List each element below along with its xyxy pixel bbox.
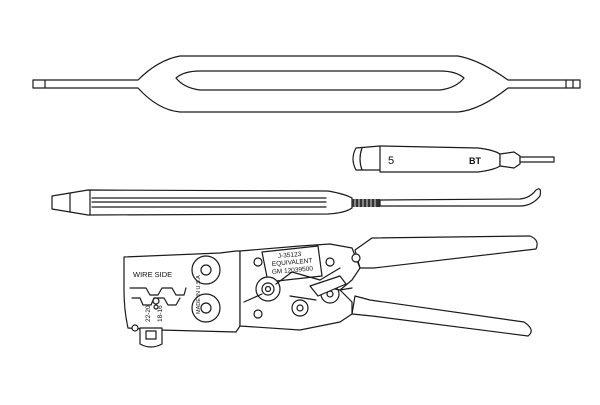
pick-tool: 5 BT <box>352 145 555 173</box>
crimper-origin-label: MADE IN U.S.A <box>196 275 202 314</box>
pick-tool-brand-logo: BT <box>469 156 481 166</box>
crimper-gauge-small: 22-20 <box>145 305 152 322</box>
spreader-tool <box>32 55 581 113</box>
crimper-wire-side-label: WIRE SIDE <box>133 270 172 279</box>
crimper-equivalent-label: EQUIVALENT <box>272 257 313 268</box>
crimping-tool: WIRE SIDE J-35123 EQUIVALENT GM 12039500… <box>123 235 538 348</box>
hook-pick-tool <box>51 188 542 216</box>
crimper-gm-number: GM 12039500 <box>272 265 314 276</box>
crimper-gauge-large: 18-16 <box>157 305 164 322</box>
pick-tool-number-label: 5 <box>388 155 394 167</box>
crimper-part-number: J-35123 <box>278 251 302 260</box>
